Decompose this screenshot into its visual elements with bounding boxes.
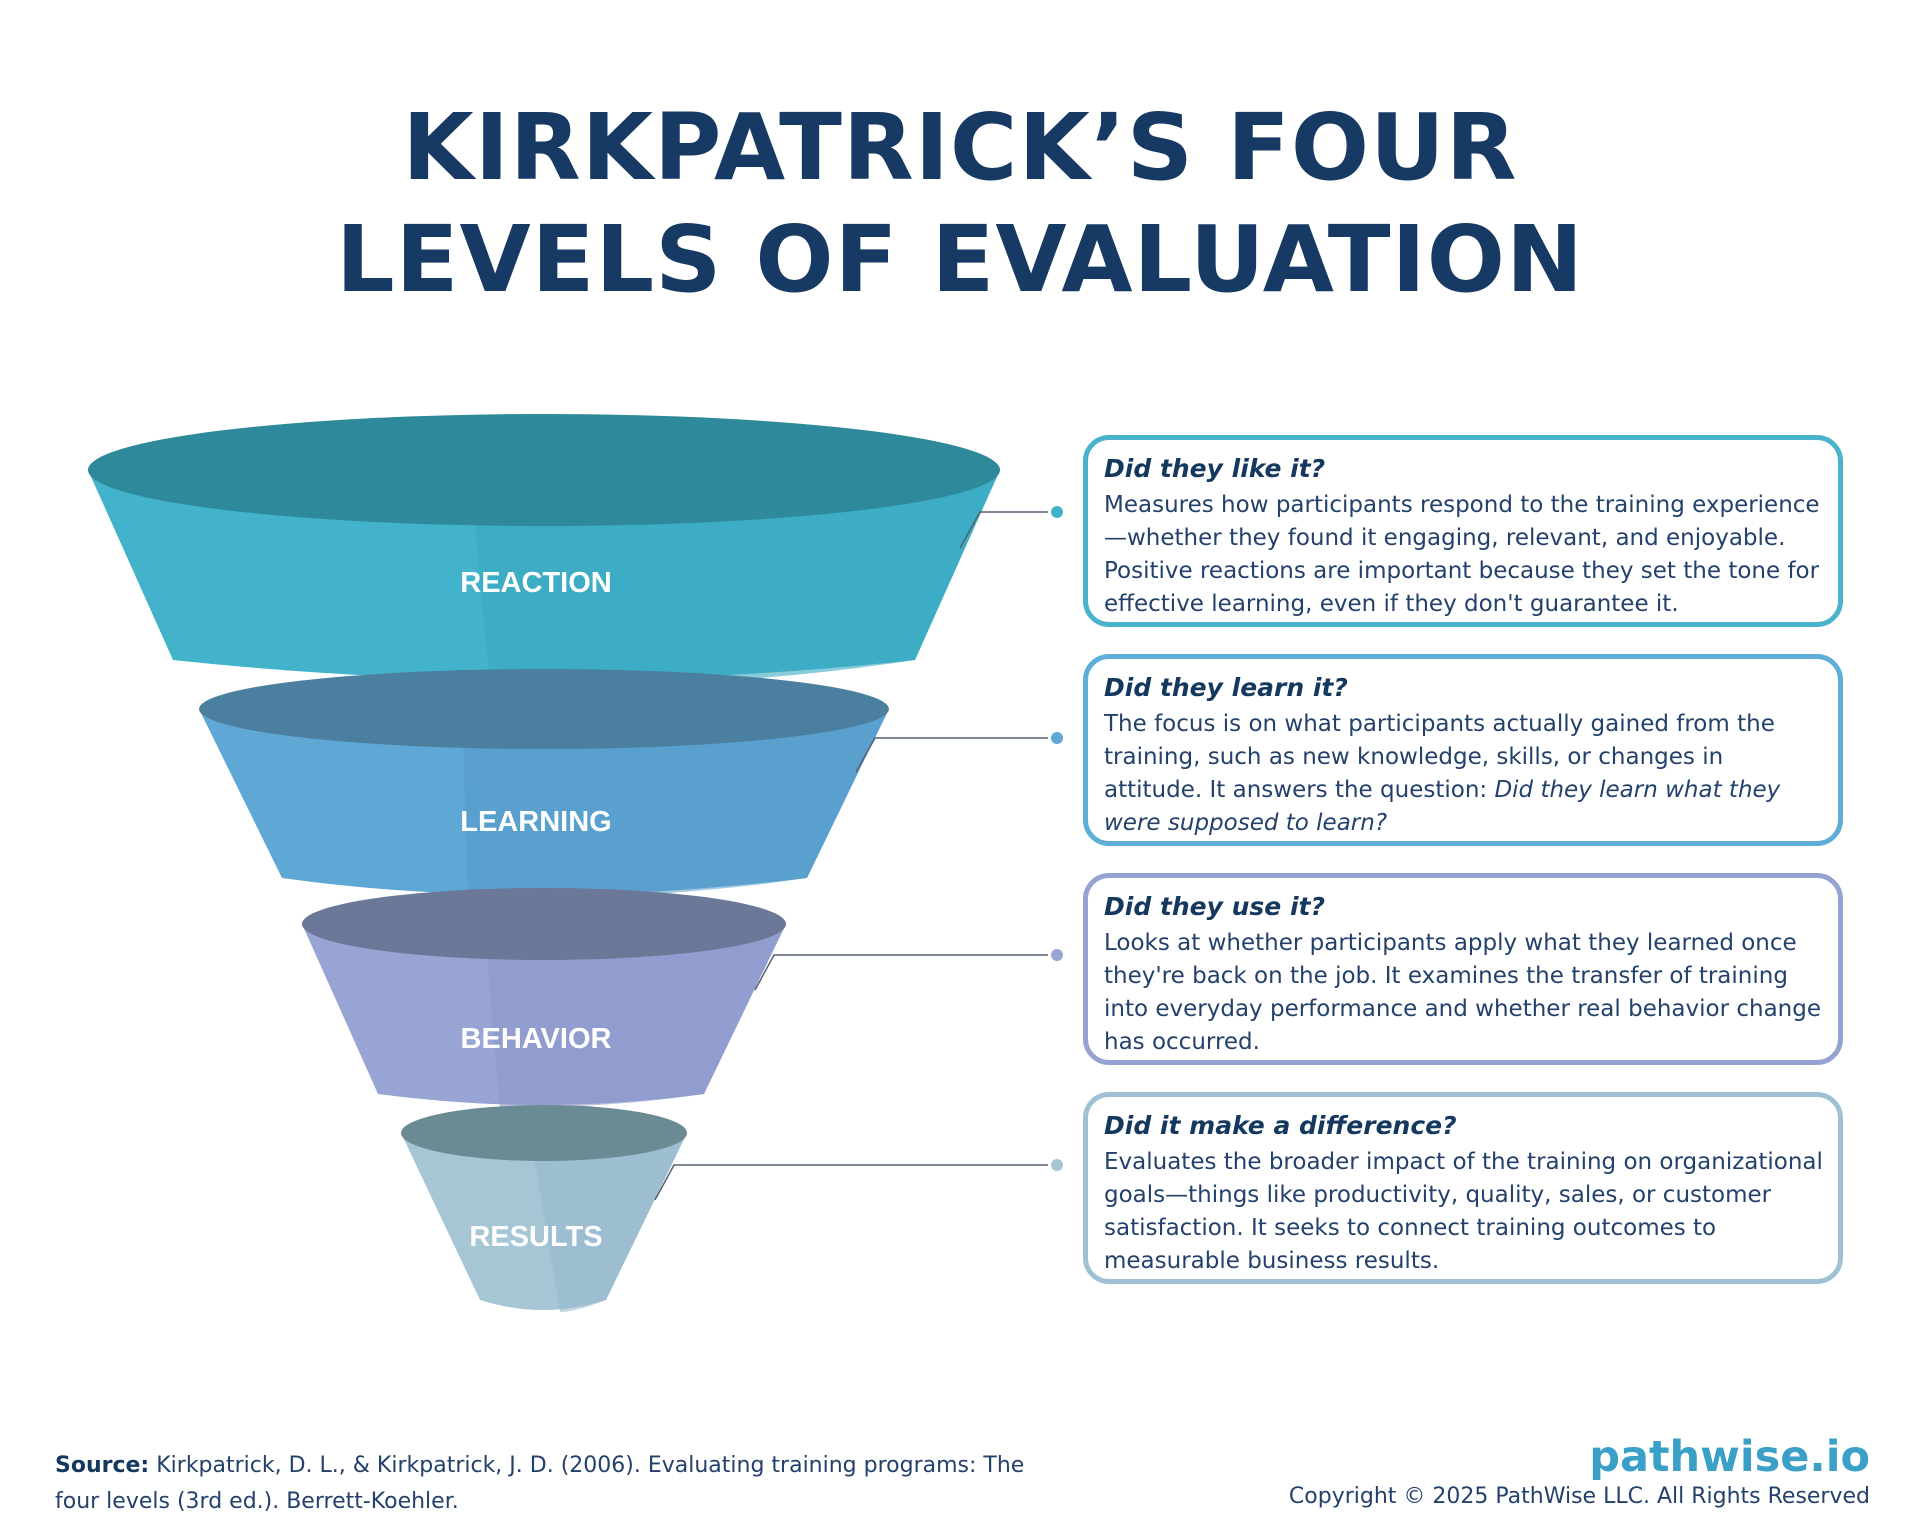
connector-results (654, 1159, 1063, 1201)
level-description-learning-text: The focus is on what participants actual… (1104, 711, 1775, 803)
source-text: Kirkpatrick, D. L., & Kirkpatrick, J. D.… (55, 1453, 1025, 1514)
level-description-reaction: Measures how participants respond to the… (1104, 492, 1820, 617)
connector-learning (855, 732, 1063, 773)
funnel-tier-behavior: BEHAVIOR (302, 888, 786, 1108)
connector-dot-behavior (1051, 949, 1063, 961)
level-question-reaction: Did they like it? (1104, 454, 1326, 483)
page-title: KIRKPATRICK’S FOUR LEVELS OF EVALUATION (0, 92, 1920, 316)
funnel-tier-learning-label: LEARNING (460, 806, 611, 838)
funnel-tier-reaction-top (88, 414, 1000, 526)
title-line-1: KIRKPATRICK’S FOUR (402, 94, 1518, 201)
connector-dot-learning (1051, 732, 1063, 744)
funnel-tier-behavior-top (302, 888, 786, 960)
level-description-behavior: Looks at whether participants apply what… (1104, 930, 1822, 1055)
level-card-behavior: Did they use it? Looks at whether partic… (1083, 873, 1843, 1065)
connector-reaction (959, 506, 1063, 549)
level-card-results: Did it make a difference? Evaluates the … (1083, 1092, 1843, 1284)
level-description-learning-question: Did they learn what they were supposed t… (1104, 777, 1781, 836)
funnel-tier-results-label: RESULTS (469, 1221, 602, 1253)
level-description-results: Evaluates the broader impact of the trai… (1104, 1149, 1823, 1274)
level-question-behavior: Did they use it? (1104, 892, 1325, 921)
level-question-results: Did it make a difference? (1104, 1111, 1457, 1140)
level-card-reaction: Did they like it? Measures how participa… (1083, 435, 1843, 627)
connector-behavior (754, 949, 1063, 991)
funnel-tier-results-top (401, 1105, 687, 1161)
source-label: Source: (55, 1453, 150, 1478)
funnel-tier-reaction-label: REACTION (460, 567, 611, 599)
connector-dot-reaction (1051, 506, 1063, 518)
level-card-learning: Did they learn it? The focus is on what … (1083, 654, 1843, 846)
level-question-learning: Did they learn it? (1104, 673, 1348, 702)
title-line-2: LEVELS OF EVALUATION (336, 206, 1584, 313)
level-description-learning: The focus is on what participants actual… (1104, 708, 1828, 840)
funnel-tier-learning-top (199, 669, 889, 749)
connector-dot-results (1051, 1159, 1063, 1171)
funnel-tier-behavior-label: BEHAVIOR (461, 1023, 612, 1055)
funnel-tier-results: RESULTS (401, 1105, 687, 1312)
brand-logo: pathwise.io (1589, 1432, 1870, 1482)
funnel-tier-learning: LEARNING (199, 669, 889, 900)
funnel-tier-reaction: REACTION (88, 414, 1000, 687)
source-citation: Source: Kirkpatrick, D. L., & Kirkpatric… (55, 1448, 1035, 1520)
copyright-notice: Copyright © 2025 PathWise LLC. All Right… (1288, 1484, 1870, 1509)
